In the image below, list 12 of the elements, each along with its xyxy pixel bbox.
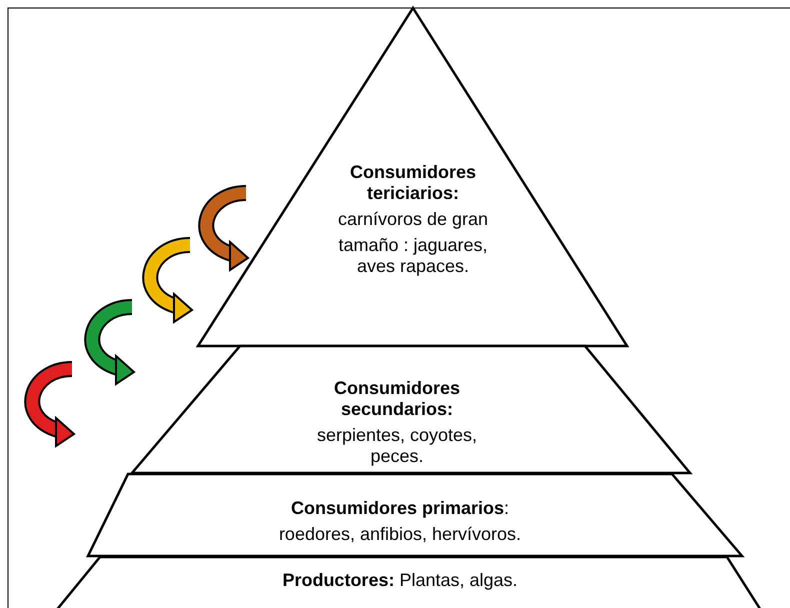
level-text: Productores: Plantas, algas. xyxy=(281,570,519,591)
level-text: tamaño : jaguares, aves rapaces. xyxy=(337,235,489,277)
pyramid-level xyxy=(88,474,742,556)
level-text: serpientes, coyotes, peces. xyxy=(316,425,478,467)
level-heading: Consumidores tericiarios: xyxy=(348,162,478,204)
pyramid-level xyxy=(132,346,690,473)
level-heading: Consumidores primarios: xyxy=(290,498,510,519)
pyramid-level xyxy=(198,8,627,346)
level-text: roedores, anfibios, hervívoros. xyxy=(278,524,522,545)
level-text: carnívoros de gran xyxy=(336,209,490,230)
pyramid-level xyxy=(55,557,762,608)
level-heading: Consumidores secundarios: xyxy=(332,378,462,420)
